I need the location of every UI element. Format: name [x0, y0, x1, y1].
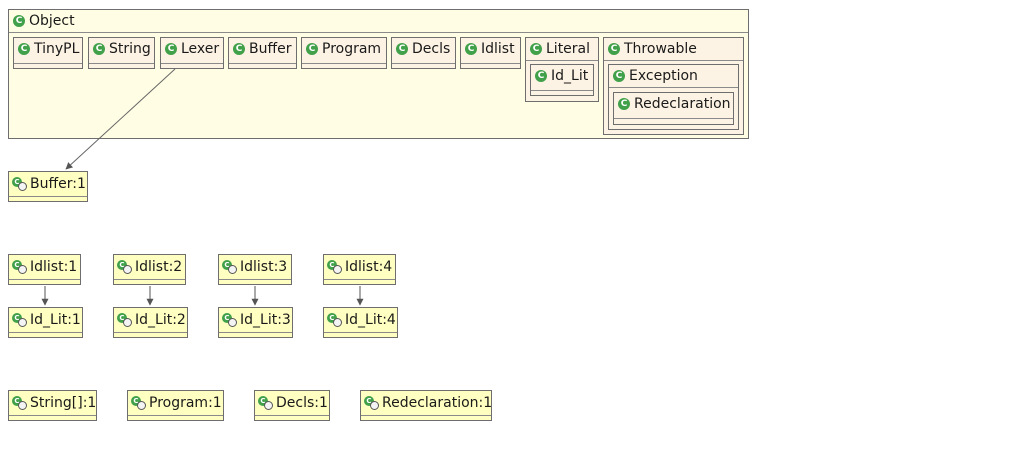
class-program-label: Program [322, 41, 382, 57]
object-icon: C [222, 260, 238, 274]
object-icon: C [327, 260, 343, 274]
class-exception-label: Exception [629, 68, 698, 84]
object-id-lit-2-label: Id_Lit:2 [135, 312, 186, 328]
class-literal-label: Literal [546, 41, 591, 57]
object-idlist-2-label: Idlist:2 [135, 259, 183, 275]
class-icon: C [13, 15, 25, 27]
class-icon: C [613, 70, 625, 82]
class-lexer-label: Lexer [181, 41, 220, 57]
class-decls[interactable]: C Decls [391, 37, 456, 69]
class-redeclaration-label: Redeclaration [634, 96, 731, 112]
class-icon: C [608, 43, 620, 55]
object-idlist-3-label: Idlist:3 [240, 259, 288, 275]
object-icon: C [12, 396, 28, 410]
class-throwable-label: Throwable [624, 41, 697, 57]
object-icon: C [12, 313, 28, 327]
class-decls-label: Decls [412, 41, 451, 57]
object-id-lit-1-label: Id_Lit:1 [30, 312, 81, 328]
link-lexer-to-buffer-1 [65, 68, 176, 170]
object-icon: C [131, 396, 147, 410]
object-icon: C [258, 396, 274, 410]
class-redeclaration[interactable]: C Redeclaration [613, 92, 734, 125]
object-icon: C [327, 313, 343, 327]
object-decls-1-label: Decls:1 [276, 395, 328, 411]
class-tinypl-label: TinyPL [34, 41, 80, 57]
class-string-label: String [109, 41, 151, 57]
class-string[interactable]: C String [88, 37, 155, 69]
object-idlist-1-label: Idlist:1 [30, 259, 78, 275]
class-icon: C [93, 43, 105, 55]
object-icon: C [117, 260, 133, 274]
class-icon: C [396, 43, 408, 55]
class-icon: C [618, 98, 630, 110]
object-icon: C [117, 313, 133, 327]
object-string-array-1-label: String[]:1 [30, 395, 97, 411]
class-idlist[interactable]: C Idlist [460, 37, 521, 69]
object-icon: C [12, 260, 28, 274]
class-object-label: Object [29, 13, 75, 29]
object-buffer-1-label: Buffer:1 [30, 176, 86, 192]
class-lexer[interactable]: C Lexer [160, 37, 224, 69]
class-icon: C [165, 43, 177, 55]
class-icon: C [233, 43, 245, 55]
class-buffer-label: Buffer [249, 41, 292, 57]
class-program[interactable]: C Program [301, 37, 387, 69]
class-idlist-label: Idlist [481, 41, 515, 57]
object-id-lit-4-label: Id_Lit:4 [345, 312, 396, 328]
class-tinypl[interactable]: C TinyPL [13, 37, 83, 69]
class-id-lit-label: Id_Lit [551, 68, 589, 84]
object-id-lit-3-label: Id_Lit:3 [240, 312, 291, 328]
class-icon: C [18, 43, 30, 55]
object-icon: C [222, 313, 238, 327]
class-buffer[interactable]: C Buffer [228, 37, 297, 69]
class-icon: C [530, 43, 542, 55]
object-icon: C [364, 396, 380, 410]
object-idlist-4-label: Idlist:4 [345, 259, 393, 275]
class-id-lit[interactable]: C Id_Lit [530, 64, 594, 96]
object-redeclaration-1-label: Redeclaration:1 [382, 395, 493, 411]
class-icon: C [535, 70, 547, 82]
object-icon: C [12, 177, 28, 191]
object-program-1-label: Program:1 [149, 395, 222, 411]
class-icon: C [306, 43, 318, 55]
class-icon: C [465, 43, 477, 55]
